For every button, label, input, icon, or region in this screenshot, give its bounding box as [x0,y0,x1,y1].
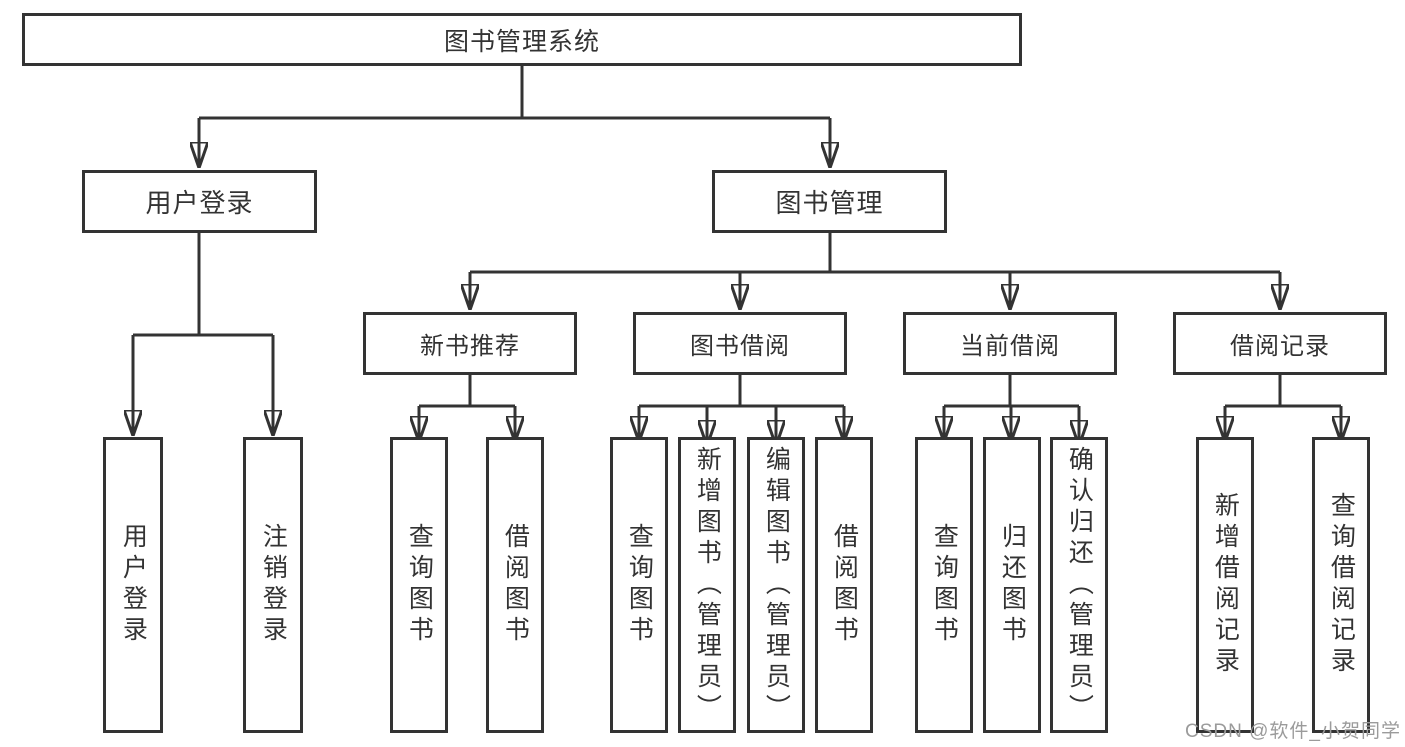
connector-line [1225,375,1341,408]
leaf-records-query: 查询借阅记录 [1312,437,1370,733]
leaf-logout-login: 注销登录 [243,437,303,733]
leaf-borrow-query: 查询图书 [610,437,668,733]
node-user-login: 用户登录 [82,170,317,233]
connector-book-borrow-to-leaves [639,375,844,446]
node-current-borrow-label: 当前借阅 [960,333,1060,360]
leaf-records-query-label: 查询借阅记录 [1327,492,1356,678]
leaf-current-return-label: 归还图书 [998,523,1027,647]
leaf-borrow-borrow: 借阅图书 [815,437,873,733]
leaf-borrow-borrow-label: 借阅图书 [830,523,859,647]
node-user-login-label: 用户登录 [145,188,254,218]
connector-book-management-to-level3 [470,233,1280,310]
leaf-user-login-label: 用户登录 [119,523,148,647]
connector-line [199,66,830,120]
leaf-borrow-add-label: 新增图书（管理员） [693,445,722,725]
connector-line [133,233,273,337]
leaf-current-query: 查询图书 [915,437,973,733]
leaf-current-confirm-return-label: 确认归还（管理员） [1065,445,1094,725]
connector-line [470,233,1280,274]
node-book-management-label: 图书管理 [775,188,884,218]
leaf-newbook-query: 查询图书 [390,437,448,733]
connector-user-login-to-leaves [133,233,273,436]
node-borrow-records-label: 借阅记录 [1230,333,1330,360]
connector-current-borrow-to-leaves [944,375,1079,446]
watermark: CSDN @软件_小贺同学 [1185,721,1401,742]
leaf-records-add: 新增借阅记录 [1196,437,1254,733]
leaf-records-add-label: 新增借阅记录 [1211,492,1240,678]
node-book-borrow-label: 图书借阅 [690,333,790,360]
node-borrow-records: 借阅记录 [1173,312,1387,375]
node-new-book-recommend-label: 新书推荐 [420,333,520,360]
leaf-borrow-edit-label: 编辑图书（管理员） [762,445,791,725]
connector-root-to-level2 [199,66,830,168]
leaf-current-return: 归还图书 [983,437,1041,733]
node-book-management: 图书管理 [712,170,947,233]
node-current-borrow: 当前借阅 [903,312,1117,375]
leaf-borrow-edit: 编辑图书（管理员） [747,437,805,733]
leaf-current-confirm-return: 确认归还（管理员） [1050,437,1108,733]
node-root-label: 图书管理系统 [443,27,600,56]
node-root: 图书管理系统 [22,13,1022,66]
leaf-newbook-borrow-label: 借阅图书 [501,523,530,647]
leaf-logout-login-label: 注销登录 [259,523,288,647]
node-new-book-recommend: 新书推荐 [363,312,577,375]
connector-line [419,375,515,408]
connector-line [639,375,844,408]
connector-new-book-to-leaves [419,375,515,442]
leaf-newbook-query-label: 查询图书 [405,523,434,647]
node-book-borrow: 图书借阅 [633,312,847,375]
leaf-user-login: 用户登录 [103,437,163,733]
leaf-borrow-query-label: 查询图书 [625,523,654,647]
leaf-newbook-borrow: 借阅图书 [486,437,544,733]
connector-line [944,375,1079,408]
leaf-borrow-add: 新增图书（管理员） [678,437,736,733]
leaf-current-query-label: 查询图书 [930,523,959,647]
connector-borrow-records-to-leaves [1225,375,1341,442]
